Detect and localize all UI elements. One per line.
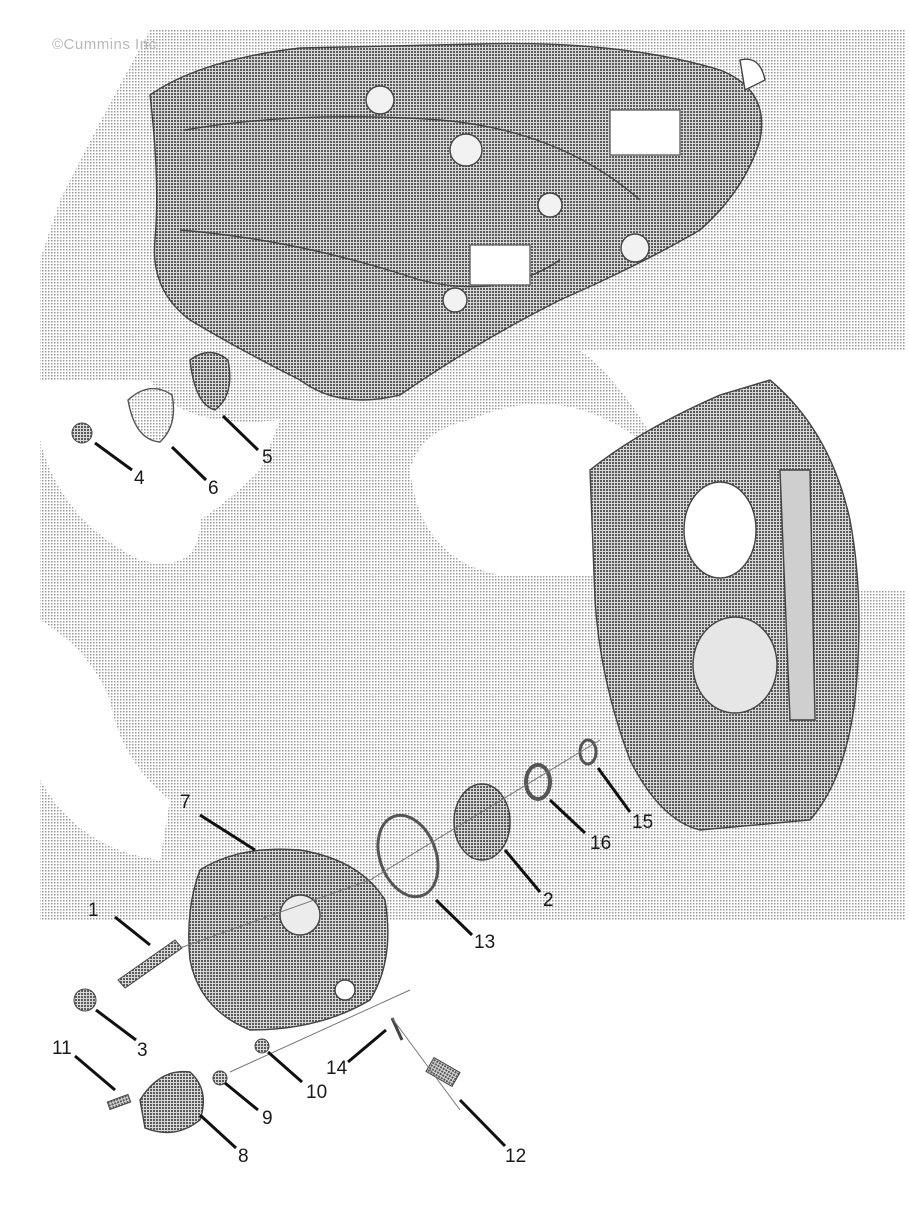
callout-1: 1 xyxy=(88,900,99,921)
callout-8: 8 xyxy=(238,1146,249,1167)
washer-9 xyxy=(212,1070,228,1086)
callout-5: 5 xyxy=(262,447,273,468)
gasket-13 xyxy=(376,813,440,899)
callout-11: 11 xyxy=(52,1038,72,1059)
callout-9: 9 xyxy=(262,1108,273,1129)
leader-arrows xyxy=(74,414,632,1150)
leader-11 xyxy=(74,1054,116,1092)
callout-6: 6 xyxy=(208,478,219,499)
washer-16 xyxy=(524,763,552,801)
leader-14 xyxy=(347,1028,387,1064)
callout-2: 2 xyxy=(543,890,554,911)
callout-14: 14 xyxy=(326,1058,348,1079)
callout-10: 10 xyxy=(306,1082,328,1103)
gasket-6 xyxy=(127,387,175,443)
leader-12 xyxy=(458,1098,507,1148)
callout-3: 3 xyxy=(137,1040,148,1061)
leader-2 xyxy=(503,849,542,893)
leader-5 xyxy=(221,414,260,452)
leader-7 xyxy=(199,813,256,852)
callout-12: 12 xyxy=(505,1146,527,1167)
nut-10 xyxy=(254,1038,270,1054)
callout-7: 7 xyxy=(180,792,191,813)
leader-4 xyxy=(94,441,133,472)
leader-1 xyxy=(114,915,151,947)
valve-8 xyxy=(139,1070,204,1134)
assembly-lines xyxy=(179,739,601,1111)
shaft-1 xyxy=(117,939,183,989)
plug-3 xyxy=(73,988,97,1012)
stud-14 xyxy=(390,1017,404,1041)
leader-15 xyxy=(596,767,632,813)
callout-16: 16 xyxy=(590,833,612,854)
callout-13: 13 xyxy=(474,932,496,953)
leader-16 xyxy=(548,798,587,835)
pin-11 xyxy=(106,1093,132,1111)
gear-housing-upper xyxy=(149,42,766,401)
copyright-text: ©Cummins Inc xyxy=(52,36,157,53)
leader-8 xyxy=(198,1113,238,1150)
plug-4 xyxy=(71,422,93,444)
callout-4: 4 xyxy=(134,468,145,489)
callout-15: 15 xyxy=(632,812,654,833)
pump-body xyxy=(188,848,389,1031)
fitting-12 xyxy=(425,1056,461,1088)
gear-case-right xyxy=(589,379,860,831)
leader-6 xyxy=(170,445,208,482)
leader-13 xyxy=(434,898,474,937)
gear-2 xyxy=(453,783,511,861)
leader-3 xyxy=(95,1008,137,1042)
leader-10 xyxy=(267,1050,303,1084)
leader-9 xyxy=(224,1081,259,1112)
cover-5 xyxy=(189,351,231,411)
